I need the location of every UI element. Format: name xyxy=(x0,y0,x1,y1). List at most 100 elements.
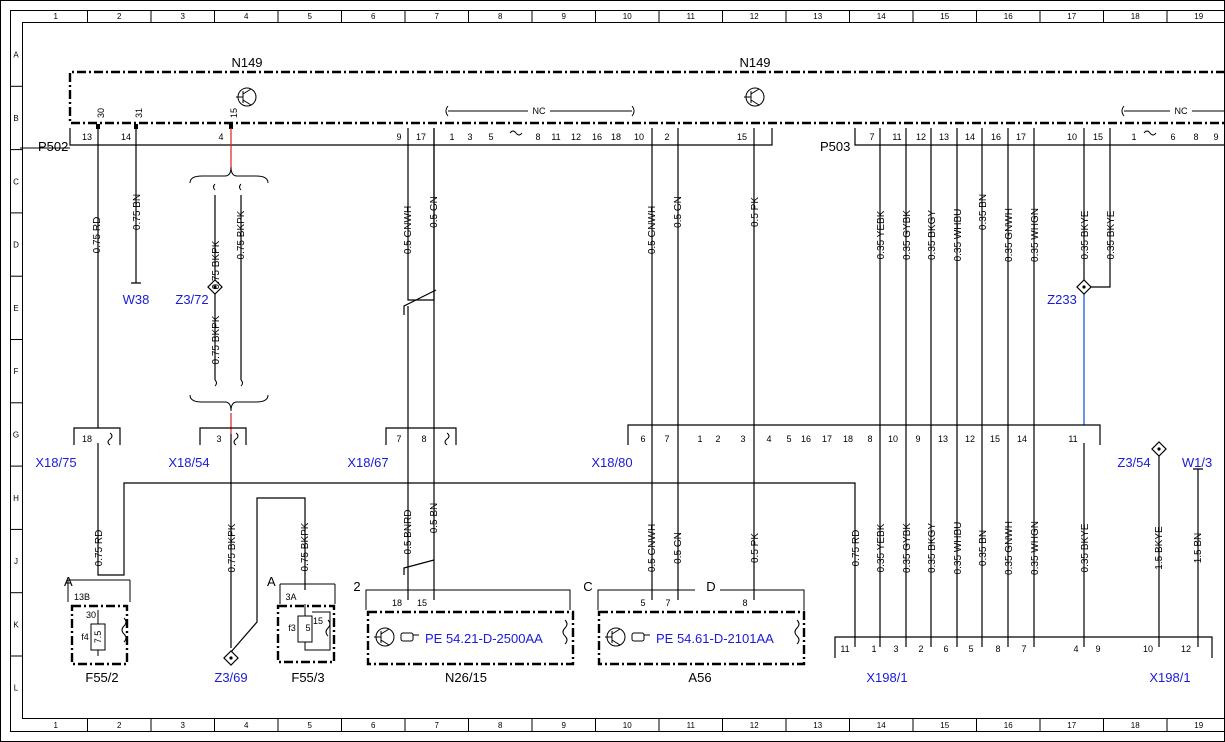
n26-15-pin: 15 xyxy=(417,598,427,608)
grid-row-letter: E xyxy=(13,304,18,313)
p503-pin-number: 8 xyxy=(1193,132,1198,142)
z3-54-label[interactable]: Z3/54 xyxy=(1117,455,1150,470)
transistor-symbol xyxy=(236,87,257,107)
wire-label: 0.5 GN xyxy=(429,196,440,228)
a56-module xyxy=(597,589,806,666)
x18-80-pin: 18 xyxy=(843,434,853,444)
wire-label: 0.35 WHGN xyxy=(1030,521,1041,575)
wire-label: 0.75 BKPK xyxy=(236,210,247,259)
p502-pin-number: 10 xyxy=(634,132,644,142)
f55-3-pin-letter: A xyxy=(267,574,276,589)
grid-column-number: 3 xyxy=(181,12,186,21)
w1-3-label[interactable]: W1/3 xyxy=(1182,455,1212,470)
grid-column-number: 3 xyxy=(181,721,186,730)
x198-1-pin: 10 xyxy=(1143,644,1153,654)
grid-row-letter: G xyxy=(13,430,19,439)
f55-3-rating: 5 xyxy=(305,623,310,633)
grid-row-letter: L xyxy=(14,684,19,693)
p502-pin-number: 14 xyxy=(121,132,131,142)
wire-label: 0.35 WHBU xyxy=(953,522,964,575)
p502-top-pin-number: 30 xyxy=(96,108,106,118)
x198-1-pin: 11 xyxy=(840,644,849,654)
a56-reference-link[interactable]: PE 54.61-D-2101AA xyxy=(656,631,774,646)
grid-column-number: 5 xyxy=(308,721,313,730)
wire-label: 0.75 RD xyxy=(92,217,103,254)
p502-pin-number: 12 xyxy=(571,132,581,142)
x18-80-pin: 8 xyxy=(867,434,872,444)
z3-72-label[interactable]: Z3/72 xyxy=(175,292,208,307)
labels: W38 Z3/72 Z233 X18/75 X18/54 X18/67 X18/… xyxy=(35,292,1212,685)
wire-label: 0.5 GN xyxy=(673,196,684,228)
n149-module: N149 N149 NC NC xyxy=(68,55,1225,125)
grid-column-number: 7 xyxy=(435,721,440,730)
x18-75-label[interactable]: X18/75 xyxy=(35,455,76,470)
x198-1-pin: 9 xyxy=(1095,644,1100,654)
grid-column-number: 14 xyxy=(877,721,886,730)
wire-label: 1.5 BN xyxy=(1193,533,1204,564)
z3-72-splice-icon xyxy=(207,279,223,295)
grid-column-number: 6 xyxy=(371,721,376,730)
grid-row-letter: H xyxy=(13,494,19,503)
wire-label: 0.75 RD xyxy=(94,530,105,567)
p502-pin-number: 8 xyxy=(535,132,540,142)
reference-pointer-icon xyxy=(400,632,419,642)
wire-label: 1.5 BKYE xyxy=(1154,526,1165,570)
wire-runs xyxy=(97,128,1203,653)
p502-top-pin-number: 15 xyxy=(229,108,239,118)
n26-15-pin-letter: 2 xyxy=(353,579,360,594)
f55-2-fuse-id: f4 xyxy=(81,632,89,642)
p502-pin-number: 1 xyxy=(449,132,454,142)
n26-15-pin: 18 xyxy=(392,598,402,608)
x198-1-label-right[interactable]: X198/1 xyxy=(1149,670,1190,685)
grid-column-number: 12 xyxy=(750,721,759,730)
p502-pin-number: 9 xyxy=(396,132,401,142)
grid-column-number: 9 xyxy=(562,12,567,21)
grid-column-number: 1 xyxy=(54,721,59,730)
x198-1-label-left[interactable]: X198/1 xyxy=(866,670,907,685)
x18-54-label[interactable]: X18/54 xyxy=(168,455,209,470)
f55-2-pin-letter: A xyxy=(64,574,73,589)
x18-80-label[interactable]: X18/80 xyxy=(591,455,632,470)
x18-80-pin: 7 xyxy=(664,434,669,444)
x18-67-pin: 8 xyxy=(421,434,426,444)
x18-80-pin: 5 xyxy=(786,434,791,444)
grid-row-letter: K xyxy=(13,620,19,629)
grid-reference-frame: 1122334455667788991010111112121313141415… xyxy=(10,10,1204,731)
x198-1-pin: 8 xyxy=(995,644,1000,654)
p503-label: P503 xyxy=(820,139,850,154)
wire-label: 0.35 BKYE xyxy=(1080,523,1091,572)
a56-pin-letter: C xyxy=(583,579,592,594)
f55-3-pin: 15 xyxy=(313,616,323,626)
grid-column-number: 13 xyxy=(813,721,822,730)
x18-80-pin: 9 xyxy=(915,434,920,444)
x198-1-pin: 5 xyxy=(968,644,973,654)
a56-pin-letter: D xyxy=(706,579,715,594)
wire-label: 0.35 GYBK xyxy=(902,210,913,260)
f55-2-label: F55/2 xyxy=(85,670,118,685)
p503-pin-number: 1 xyxy=(1131,132,1136,142)
latch-marks xyxy=(509,130,1157,136)
x198-1-pin: 3 xyxy=(893,644,898,654)
z233-label[interactable]: Z233 xyxy=(1047,292,1077,307)
n26-15-reference-link[interactable]: PE 54.21-D-2500AA xyxy=(425,631,543,646)
grid-column-number: 19 xyxy=(1194,721,1203,730)
wire-label: 0.35 GYBK xyxy=(902,523,913,573)
x18-75-pin: 18 xyxy=(82,434,92,444)
wire-label: 0.75 BKPK xyxy=(300,522,311,571)
grid-column-number: 18 xyxy=(1131,12,1140,21)
p503-pin-number: 11 xyxy=(892,132,901,142)
grid-row-letter: D xyxy=(13,241,19,250)
a56-pin: 8 xyxy=(742,598,747,608)
z3-69-label[interactable]: Z3/69 xyxy=(214,670,247,685)
grid-column-number: 11 xyxy=(687,12,696,21)
x18-67-label[interactable]: X18/67 xyxy=(347,455,388,470)
wire-label: 0.5 GNWH xyxy=(647,524,658,572)
x198-1-pin: 4 xyxy=(1073,644,1078,654)
a56-pin: 7 xyxy=(665,598,670,608)
p502-pin-number: 18 xyxy=(611,132,621,142)
grid-row-letter: B xyxy=(13,114,18,123)
p503-pin-number: 14 xyxy=(965,132,975,142)
w38-label[interactable]: W38 xyxy=(123,292,150,307)
